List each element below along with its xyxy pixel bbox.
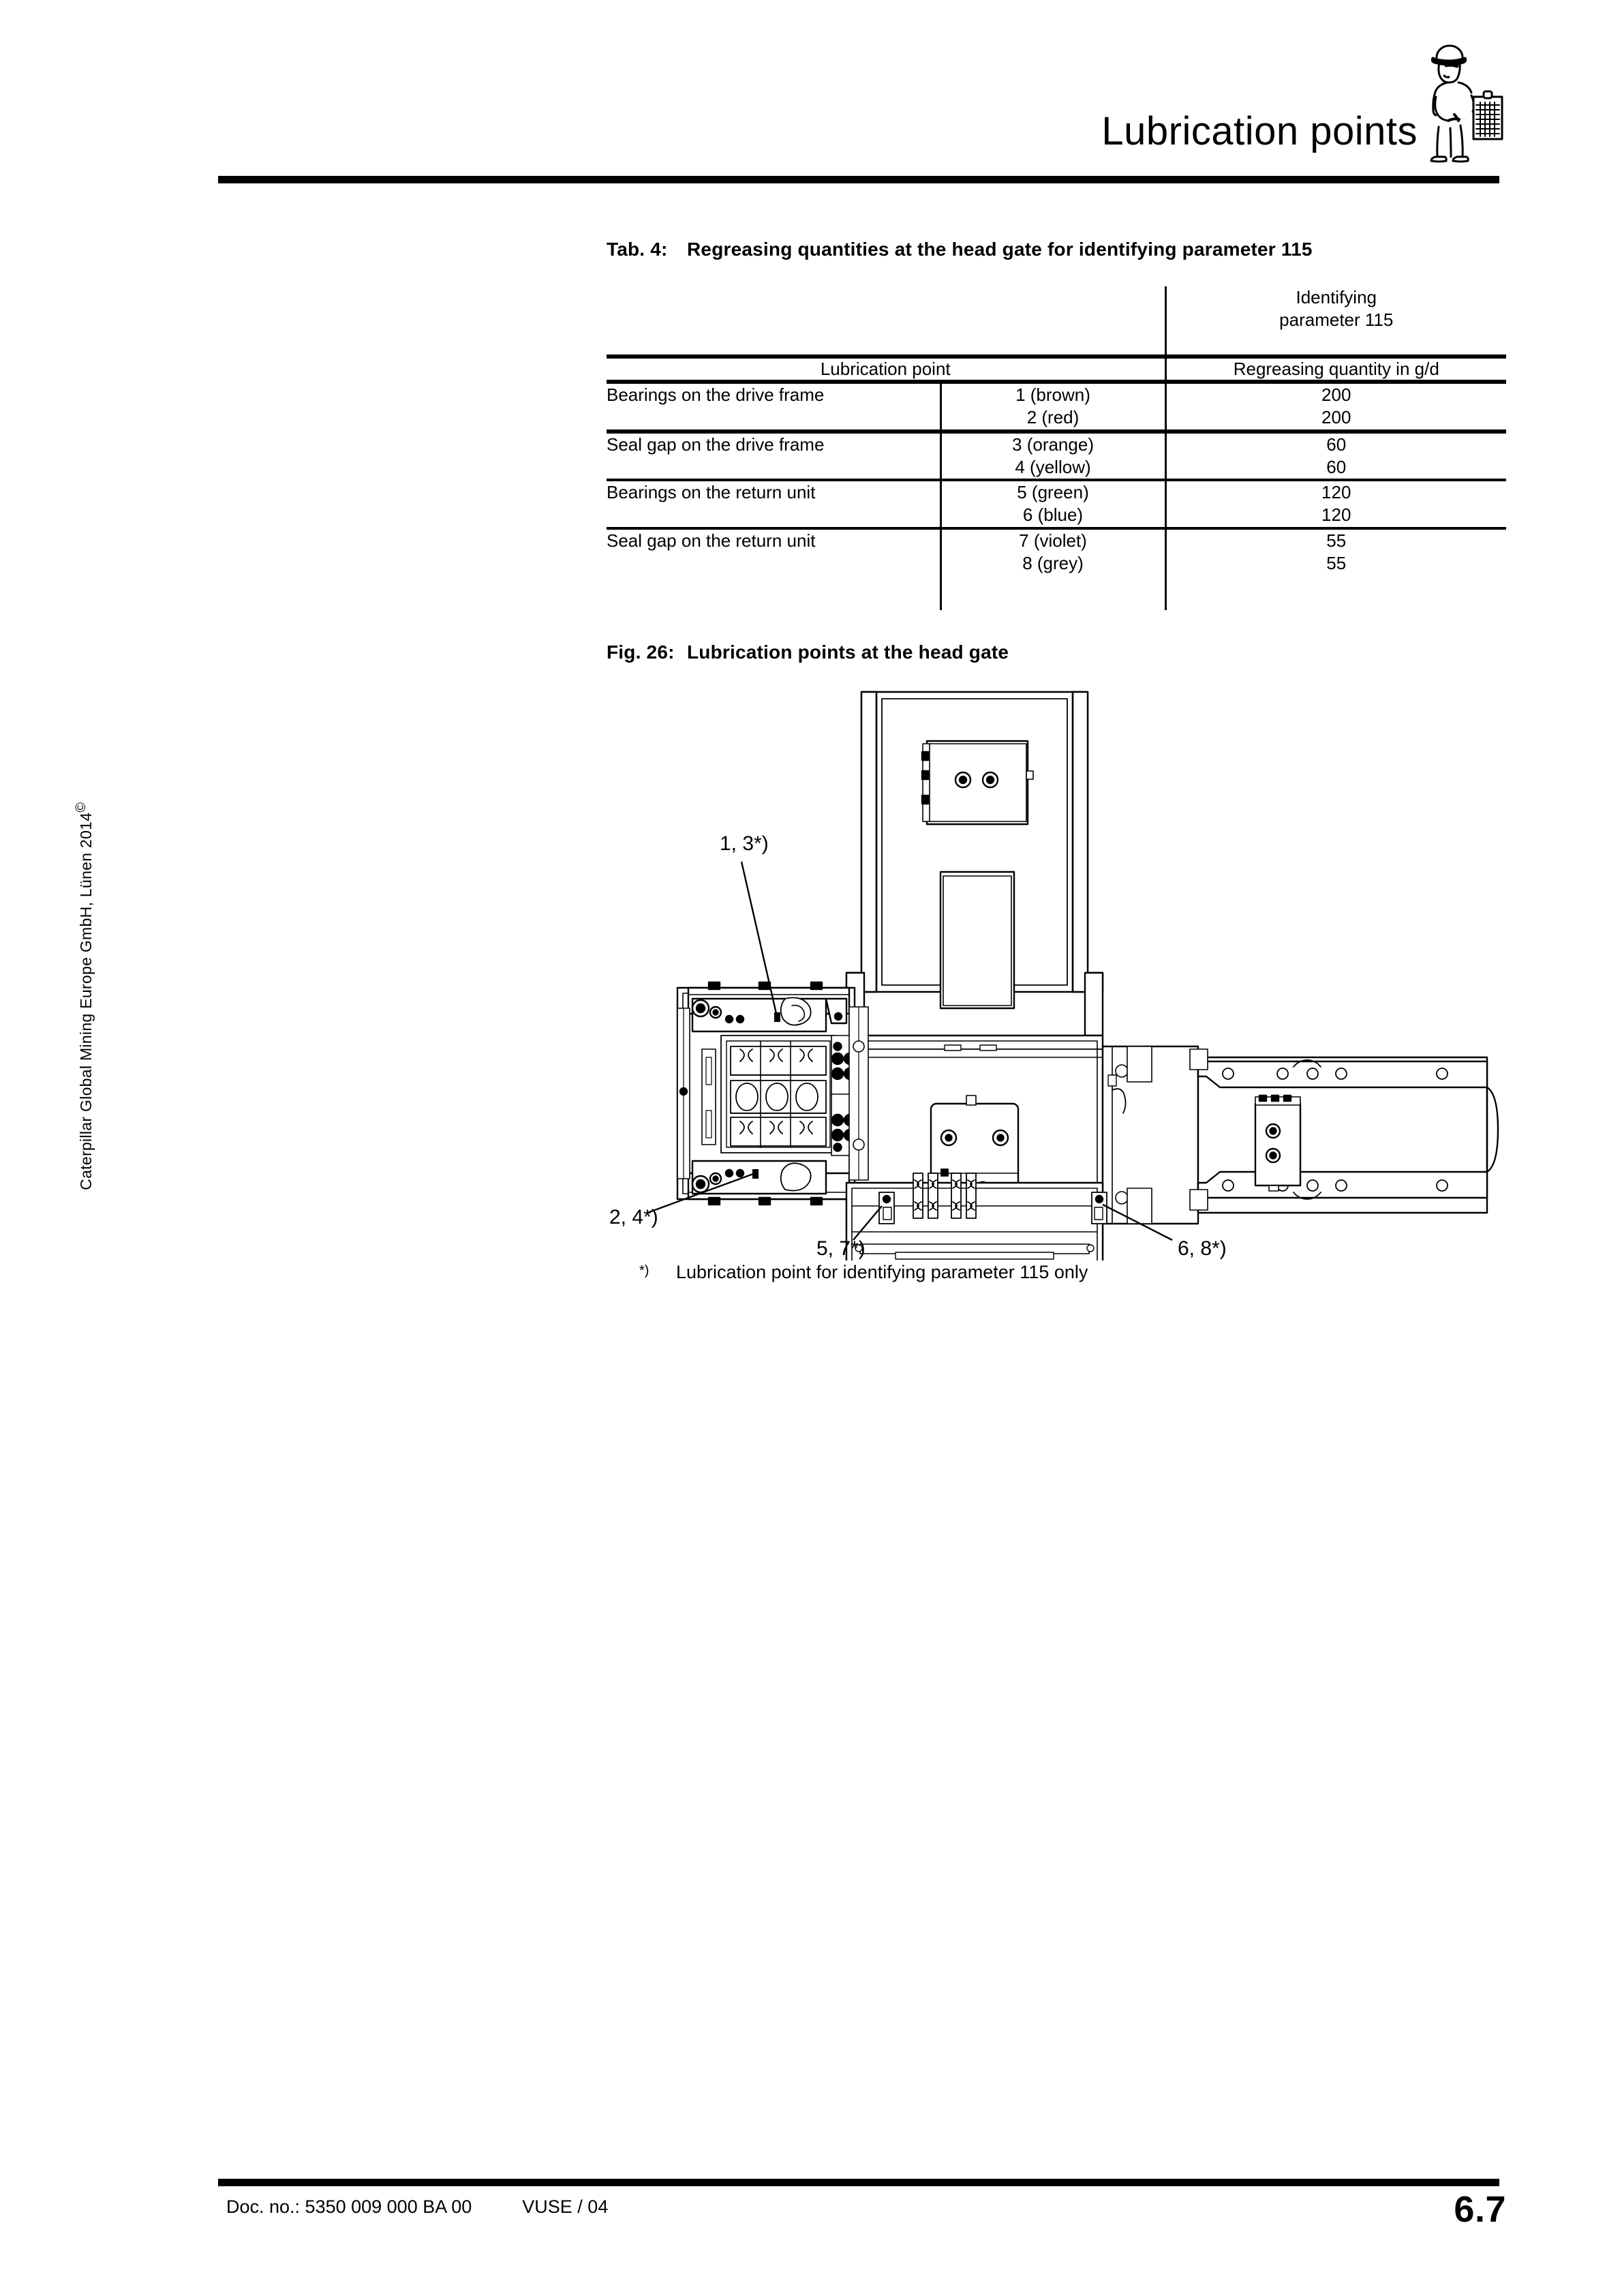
point-index: 6 (blue) (1022, 504, 1084, 526)
quantity-value: 120 (1321, 504, 1351, 526)
figure-caption: Fig. 26: Lubrication points at the head … (607, 641, 1506, 663)
table-row: Seal gap on the return unit 7 (violet) 8… (607, 526, 1506, 611)
cell-lubrication-point-name: Bearings on the return unit (607, 479, 940, 528)
callout-label-6-8: 6, 8*) (1178, 1237, 1227, 1260)
point-index: 1 (brown) (1015, 384, 1090, 405)
quantity-value: 55 (1326, 552, 1347, 573)
main-content: Tab. 4: Regreasing quantities at the hea… (607, 239, 1506, 1283)
group-header-identifying-parameter: Identifying parameter 115 (1164, 286, 1506, 357)
figure-caption-text: Lubrication points at the head gate (687, 641, 1009, 663)
page-header: Lubrication points (218, 27, 1503, 164)
cell-regreasing-quantities: 60 60 (1164, 429, 1506, 481)
table-row: Bearings on the drive frame 1 (brown) 2 … (607, 380, 1506, 432)
column-header-regreasing-quantity: Regreasing quantity in g/d (1164, 354, 1506, 382)
cell-regreasing-quantities: 55 55 (1164, 526, 1506, 611)
cell-regreasing-quantities: 200 200 (1164, 380, 1506, 432)
column-header-lubrication-point: Lubrication point (607, 354, 1165, 382)
table-group-header-row: Identifying parameter 115 (607, 286, 1506, 357)
group-header-line2: parameter 115 (1279, 309, 1394, 330)
cell-regreasing-quantities: 120 120 (1164, 479, 1506, 528)
miner-with-clipboard-icon (1416, 34, 1505, 164)
group-header-spacer (607, 286, 1165, 357)
table-row: Bearings on the return unit 5 (green) 6 … (607, 479, 1506, 528)
document-number: Doc. no.: 5350 009 000 BA 00 (226, 2196, 472, 2217)
footnote-text: Lubrication point for identifying parame… (676, 1262, 1088, 1283)
table-caption-text: Regreasing quantities at the head gate f… (687, 239, 1313, 260)
quantity-value: 60 (1326, 434, 1347, 455)
quantity-value: 120 (1321, 482, 1351, 503)
callout-label-1-3: 1, 3*) (720, 832, 769, 855)
header-divider (218, 176, 1499, 183)
group-header-line1: Identifying (1296, 287, 1377, 307)
cell-lubrication-point-name: Seal gap on the return unit (607, 526, 940, 611)
copyright-text: Caterpillar Global Mining Europe GmbH, L… (76, 812, 95, 1190)
cell-lubrication-point-name: Seal gap on the drive frame (607, 429, 940, 481)
cell-point-indices: 3 (orange) 4 (yellow) (939, 429, 1165, 481)
point-index: 4 (yellow) (1015, 456, 1091, 477)
page-number: 6.7 (1454, 2189, 1506, 2230)
cell-point-indices: 7 (violet) 8 (grey) (939, 526, 1165, 611)
table-row: Seal gap on the drive frame 3 (orange) 4… (607, 429, 1506, 481)
footer-metadata: Doc. no.: 5350 009 000 BA 00 VUSE / 04 (226, 2196, 608, 2218)
figure-caption-label: Fig. 26: (607, 641, 675, 663)
head-gate-technical-drawing: 1, 3*) 2, 4*) 5, 7*) 6, 8*) (607, 667, 1506, 1261)
document-revision: VUSE / 04 (522, 2196, 609, 2217)
footer-divider (218, 2179, 1499, 2186)
copyright-notice: Caterpillar Global Mining Europe GmbH, L… (74, 802, 95, 1190)
callout-label-5-7: 5, 7*) (816, 1237, 866, 1260)
footnote-marker: *) (639, 1263, 649, 1279)
cell-point-indices: 1 (brown) 2 (red) (939, 380, 1165, 432)
point-index: 3 (orange) (1012, 434, 1094, 455)
point-index: 2 (red) (1026, 407, 1080, 428)
callout-label-2-4: 2, 4*) (609, 1206, 658, 1228)
point-index: 8 (grey) (1022, 552, 1084, 573)
table-caption-label: Tab. 4: (607, 239, 668, 260)
figure-footnote: *) Lubrication point for identifying par… (607, 1262, 1506, 1283)
quantity-value: 200 (1321, 407, 1351, 428)
cell-lubrication-point-name: Bearings on the drive frame (607, 380, 940, 432)
quantity-value: 60 (1326, 456, 1347, 477)
regreasing-quantities-table: Identifying parameter 115 Lubrication po… (607, 286, 1506, 611)
copyright-symbol: © (74, 802, 89, 813)
quantity-value: 55 (1326, 530, 1347, 551)
table-subheader-row: Lubrication point Regreasing quantity in… (607, 354, 1506, 382)
cell-point-indices: 5 (green) 6 (blue) (939, 479, 1165, 528)
point-index: 7 (violet) (1019, 530, 1087, 551)
point-index: 5 (green) (1017, 482, 1089, 503)
page-title: Lubrication points (1101, 109, 1418, 153)
quantity-value: 200 (1321, 384, 1351, 405)
table-caption: Tab. 4: Regreasing quantities at the hea… (607, 239, 1506, 260)
